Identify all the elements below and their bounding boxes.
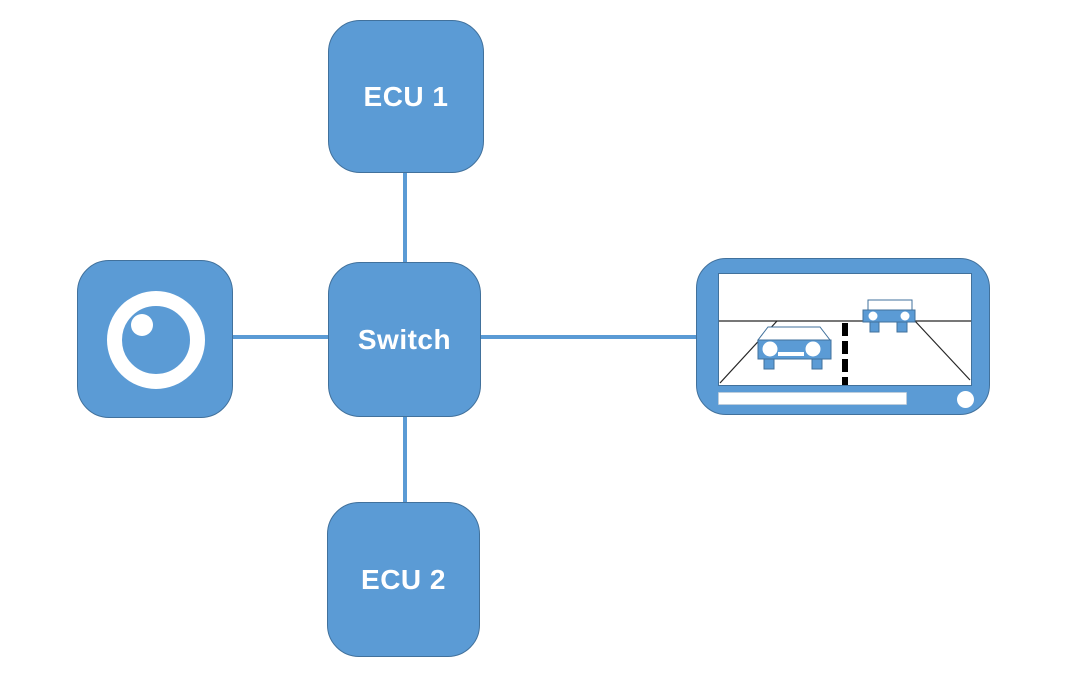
car-near-wheel-right (811, 357, 823, 370)
car-near-roof (756, 326, 832, 341)
car-near-icon (756, 326, 832, 370)
node-display (696, 258, 990, 415)
node-ecu2-label: ECU 2 (361, 563, 446, 595)
car-near-grille (778, 352, 804, 356)
node-camera (77, 260, 233, 418)
car-far-headlight-left (868, 311, 878, 321)
display-screen (718, 273, 972, 386)
node-switch: Switch (328, 262, 481, 417)
node-ecu2: ECU 2 (327, 502, 480, 657)
edge-switch-ecu2 (403, 415, 407, 504)
camera-lens-highlight-icon (131, 314, 153, 336)
node-ecu1: ECU 1 (328, 20, 484, 173)
car-far-icon (862, 299, 916, 333)
display-home-button-icon (957, 391, 974, 408)
display-status-bar (718, 392, 907, 405)
edge-switch-display (479, 335, 698, 339)
node-switch-label: Switch (357, 323, 452, 355)
car-far-wheel-left (869, 320, 880, 333)
car-near-wheel-left (763, 357, 775, 370)
edge-camera-switch (230, 335, 330, 339)
camera-lens-icon (107, 291, 205, 389)
node-ecu1-label: ECU 1 (363, 80, 449, 112)
road-edge-right (914, 320, 971, 381)
car-far-headlight-right (900, 311, 910, 321)
car-near-headlight-right (805, 341, 821, 357)
car-far-wheel-right (896, 320, 908, 333)
car-far-roof (867, 299, 913, 311)
edge-ecu1-switch (403, 172, 407, 264)
road-scene-icon (719, 299, 971, 385)
car-near-headlight-left (762, 341, 778, 357)
